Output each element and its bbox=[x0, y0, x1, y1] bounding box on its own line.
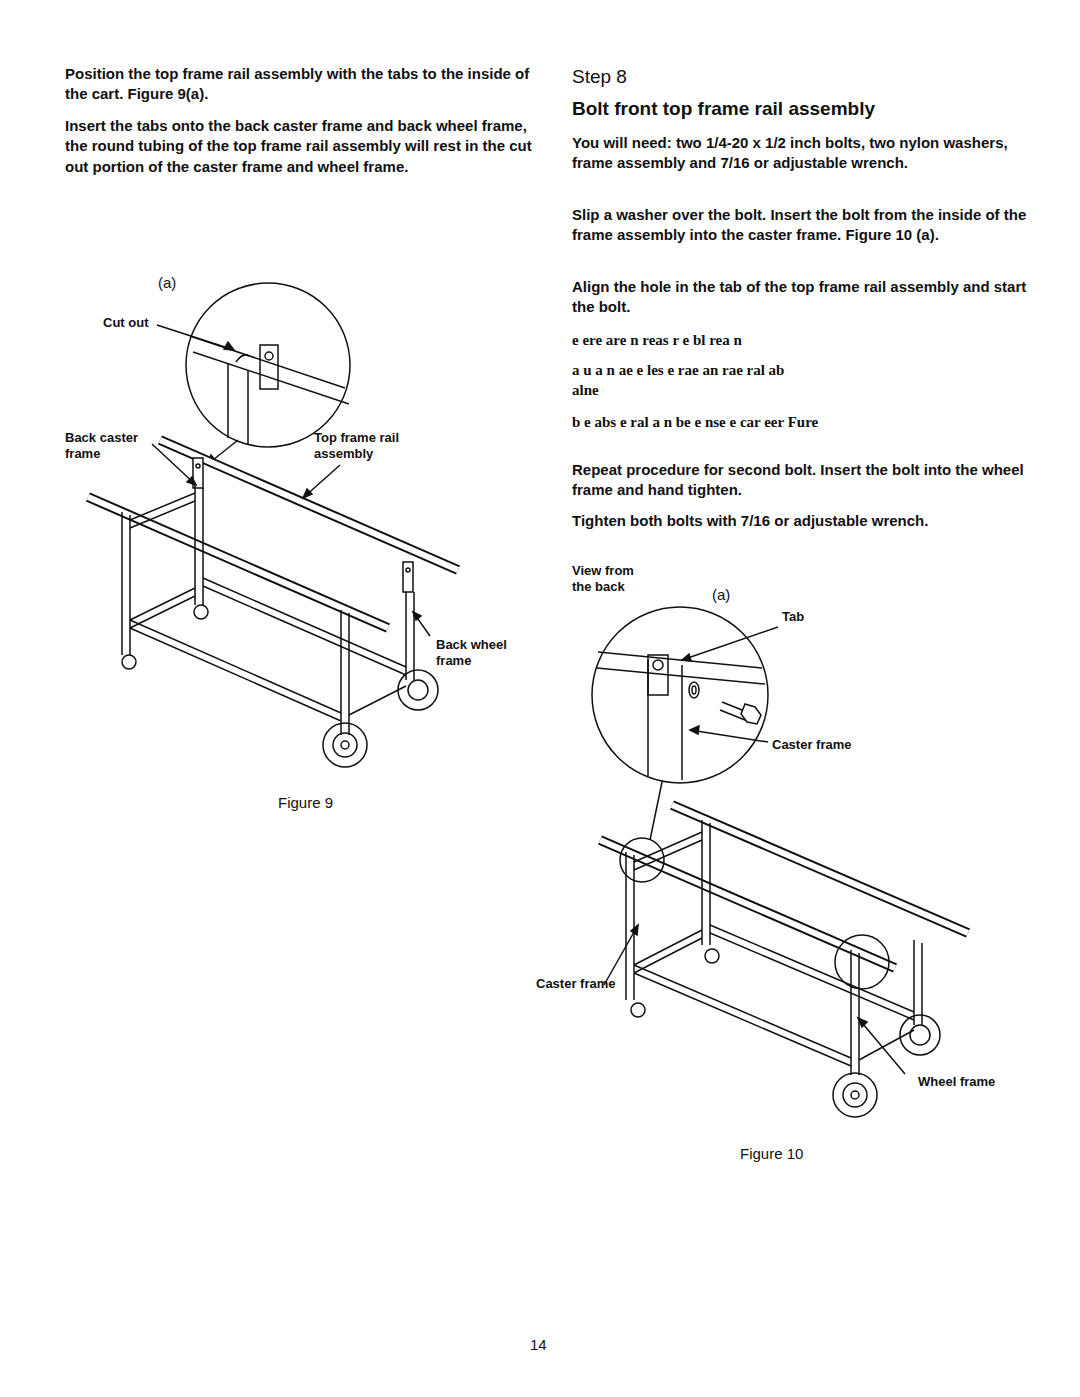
leader-line bbox=[682, 627, 778, 660]
leader-line bbox=[152, 444, 196, 485]
instruction-text: You will need: two 1/4-20 x 1/2 inch bol… bbox=[572, 133, 1042, 174]
step-number: Step 8 bbox=[572, 64, 692, 90]
instruction-text: Slip a washer over the bolt. Insert the … bbox=[572, 205, 1042, 246]
zoom-detail bbox=[190, 336, 349, 444]
note-text: b e abs e ral a n be e nse e car eer Fur… bbox=[572, 412, 832, 432]
leader-line bbox=[157, 325, 234, 350]
leader-line bbox=[650, 782, 662, 840]
leader-line bbox=[303, 465, 340, 498]
zoom-circle bbox=[186, 283, 350, 447]
instruction-text: Tighten both bolts with 7/16 or adjustab… bbox=[572, 511, 1042, 531]
view-label: View from the back bbox=[572, 563, 642, 594]
part-label: Back caster frame bbox=[65, 430, 160, 461]
part-label: Tab bbox=[782, 609, 822, 625]
note-text: e ere are n reas r e bl rea n bbox=[572, 330, 1042, 350]
instruction-text: Position the top frame rail assembly wit… bbox=[65, 64, 545, 105]
part-label: Caster frame bbox=[536, 976, 646, 992]
zoom-detail bbox=[597, 652, 765, 780]
part-label: Wheel frame bbox=[918, 1074, 1018, 1090]
cart-figure-10 bbox=[600, 805, 968, 1117]
note-text: a u a n ae e les e rae an rae ral ab aln… bbox=[572, 360, 812, 401]
figure-caption: Figure 9 bbox=[278, 793, 368, 813]
step-heading: Bolt front top frame rail assembly bbox=[572, 96, 1042, 122]
figure-callout: (a) bbox=[158, 273, 188, 293]
instruction-text: Insert the tabs onto the back caster fra… bbox=[65, 116, 545, 177]
figure-callout: (a) bbox=[712, 585, 742, 605]
part-label: Cut out bbox=[103, 315, 163, 331]
leader-line bbox=[858, 1018, 905, 1074]
figure-caption: Figure 10 bbox=[740, 1144, 840, 1164]
part-label: Back wheel frame bbox=[436, 637, 536, 668]
instruction-text: Align the hole in the tab of the top fra… bbox=[572, 277, 1042, 318]
leader-line bbox=[413, 612, 430, 636]
instruction-text: Repeat procedure for second bolt. Insert… bbox=[572, 460, 1042, 501]
part-label: Caster frame bbox=[772, 737, 882, 753]
page-number: 14 bbox=[530, 1335, 560, 1355]
zoom-circle bbox=[592, 607, 768, 783]
cart-figure-9 bbox=[88, 440, 458, 767]
leader-line bbox=[690, 730, 768, 742]
part-label: Top frame rail assembly bbox=[314, 430, 434, 461]
